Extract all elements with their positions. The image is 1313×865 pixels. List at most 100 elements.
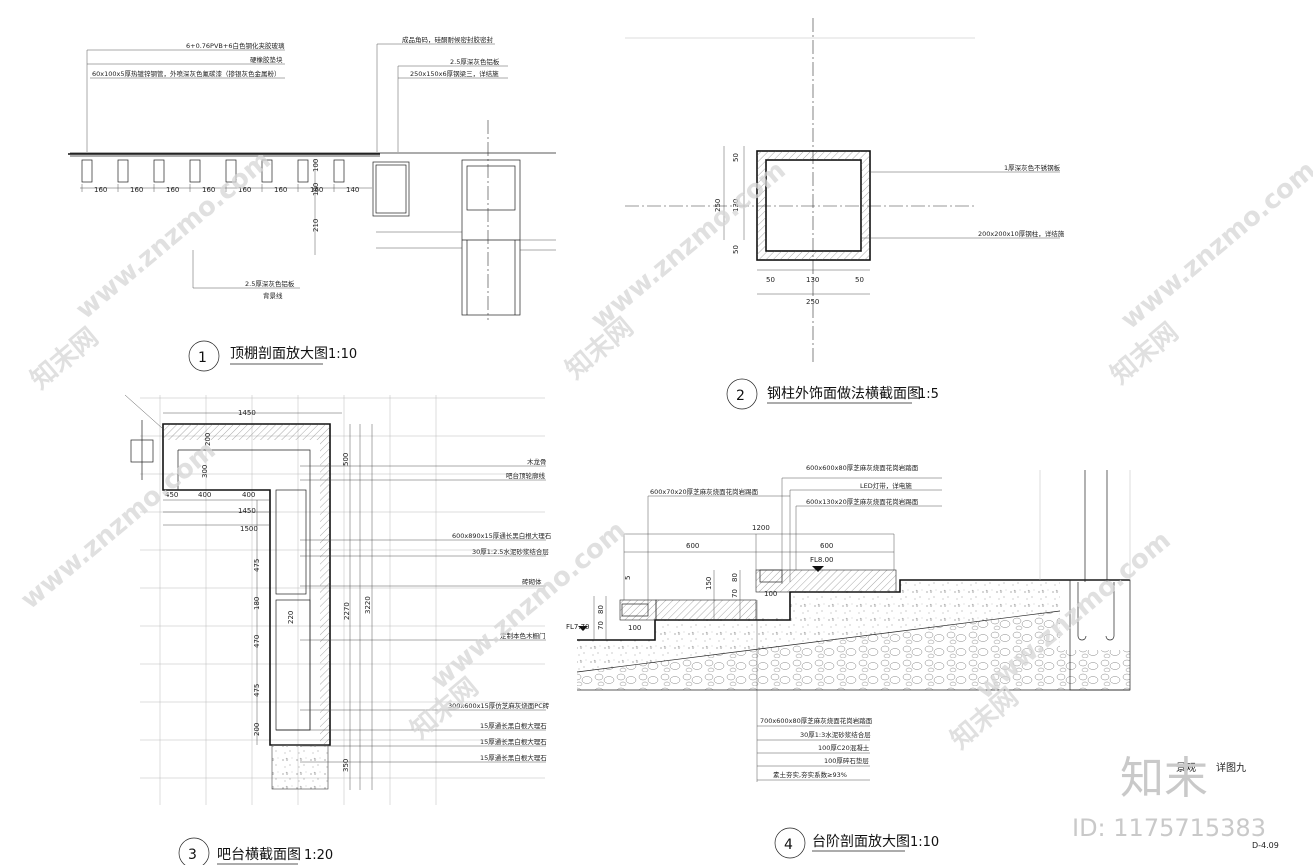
dim: 150 [705, 577, 713, 590]
detail-number: 3 [188, 847, 197, 863]
dim: 160 [202, 186, 215, 194]
note: 吧台顶轮廓线 [506, 471, 546, 480]
watermark-id: ID: 1175715383 [1072, 814, 1266, 842]
detail-1-title: 1 顶棚剖面放大图 1:10 [188, 340, 357, 372]
detail-4-step-section [576, 470, 1131, 782]
dim: 70 [597, 621, 605, 630]
dim: 600 [820, 542, 833, 550]
dim: 350 [342, 759, 350, 772]
dim: 180 [253, 597, 261, 610]
note: 100厚碎石垫层 [824, 756, 869, 765]
note: 600x130x20厚芝麻灰烧面花岗岩踢面 [806, 497, 919, 506]
detail-3-bar-section [124, 394, 546, 805]
watermark-site: www.znzmo.com [1115, 155, 1313, 335]
detail-title: 吧台横截面图 [217, 847, 301, 863]
dim: 450 [165, 491, 178, 499]
detail-2-title: 2 钢柱外饰面做法横截面图 1:5 [726, 378, 939, 410]
dim: 50 [855, 276, 864, 284]
detail-scale: 1:10 [328, 347, 357, 362]
note: 15厚通长黑白根大理石 [480, 737, 547, 746]
watermark-brand: 知末网 [1105, 317, 1184, 390]
note: 2.5厚深灰色铝板 [245, 279, 295, 288]
dim: 5 [624, 576, 632, 580]
note: 60x100x5厚热镀锌钢管，外喷深灰色氟碳漆（掺银灰色金属粉） [92, 69, 281, 78]
detail-number: 4 [784, 837, 793, 853]
dim: 220 [287, 611, 295, 624]
dim: 140 [346, 186, 359, 194]
dim: 130 [732, 199, 740, 212]
sheet-title-block: 景观 详图九 D-4.09 [1176, 761, 1279, 850]
dim: 475 [253, 684, 261, 697]
watermark-site: www.znzmo.com [15, 435, 221, 615]
note: 2.5厚深灰色铝板 [450, 57, 500, 66]
detail-scale: 1:10 [910, 835, 939, 850]
level-mark: FL8.00 [810, 556, 834, 564]
steel-tube-section [261, 159, 273, 183]
dim: 50 [766, 276, 775, 284]
steel-tube-section [333, 159, 345, 183]
note: 1厚深灰色不锈钢板 [1004, 163, 1061, 172]
dim: 400 [242, 491, 255, 499]
detail-title: 钢柱外饰面做法横截面图 [767, 386, 921, 402]
dim: 300 [201, 465, 209, 478]
dim: 80 [597, 605, 605, 614]
detail-4-notes: 600x70x20厚芝麻灰烧面花岗岩踢面 600x600x80厚芝麻灰烧面花岗岩… [650, 463, 919, 779]
steel-tube-section [81, 159, 93, 183]
dim: 100 [764, 590, 777, 598]
detail-number: 2 [736, 388, 745, 404]
dim: 250 [714, 199, 722, 212]
dim: 50 [732, 245, 740, 254]
dim: 600 [686, 542, 699, 550]
steel-tube-section [153, 159, 165, 183]
detail-scale: 1:20 [304, 848, 333, 863]
steel-tube-section [297, 159, 309, 183]
dim: 100 [628, 624, 641, 632]
detail-3-notes: 木龙骨 吧台顶轮廓线 600x890x15厚通长黑白根大理石 30厚1:2.5水… [448, 457, 552, 762]
sheet-title: 景观 [1176, 762, 1196, 774]
note: 30厚1:2.5水泥砂浆结合层 [472, 547, 549, 556]
dim: 100 [312, 159, 320, 172]
note: 600x600x80厚芝麻灰烧面花岗岩踏面 [806, 463, 919, 472]
dim: 250 [806, 298, 819, 306]
sheet-number: D-4.09 [1252, 841, 1279, 850]
note: 木龙骨 [527, 457, 547, 466]
dim: 1450 [238, 409, 256, 417]
dim: 200 [253, 723, 261, 736]
note: 200x200x10厚钢柱，详结施 [978, 229, 1065, 238]
dim: 70 [731, 589, 739, 598]
detail-scale: 1:5 [918, 387, 939, 402]
note: 250x150x6厚钢梁三，详结施 [410, 69, 499, 78]
dim: 50 [732, 153, 740, 162]
detail-title: 顶棚剖面放大图 [230, 346, 328, 362]
dim: 160 [166, 186, 179, 194]
watermark-logo: 知末 ID: 1175715383 [1072, 753, 1266, 842]
dim: 2270 [343, 602, 351, 620]
dim: 160 [94, 186, 107, 194]
dim: 500 [342, 453, 350, 466]
dim: 470 [253, 635, 261, 648]
detail-4-title: 4 台阶剖面放大图 1:10 [774, 827, 939, 859]
note: 硬橡胶垫块 [250, 55, 283, 64]
note: LED灯带，详电施 [860, 481, 912, 490]
dim: 160 [238, 186, 251, 194]
dim: 200 [204, 433, 212, 446]
detail-4-dims: 1200 600 600 150 80 70 100 80 70 100 5 F… [566, 524, 834, 632]
note: 600x890x15厚通长黑白根大理石 [452, 531, 552, 540]
detail-3-dims: 1450 1450 1500 450 400 400 200 300 475 1… [165, 409, 372, 772]
dim: 80 [731, 573, 739, 582]
note: 定制本色木橱门 [500, 631, 546, 640]
note: 背景线 [263, 291, 283, 300]
dim: 400 [198, 491, 211, 499]
note: 100厚C20混凝土 [818, 743, 870, 752]
watermark-logo-text: 知末 [1120, 753, 1208, 804]
steel-tube-section [225, 159, 237, 183]
sheet-title-tail: 详图九 [1216, 761, 1246, 774]
level-mark: FL7.70 [566, 623, 590, 631]
note: 成品角码，硅酮耐候密封胶密封 [402, 35, 494, 44]
detail-title: 台阶剖面放大图 [812, 834, 910, 850]
note: 600x70x20厚芝麻灰烧面花岗岩踢面 [650, 487, 759, 496]
steel-tube-section [189, 159, 201, 183]
dim: 3220 [364, 596, 372, 614]
dim: 130 [806, 276, 819, 284]
note: 6+0.76PVB+6白色钢化夹胶玻璃 [186, 41, 285, 50]
